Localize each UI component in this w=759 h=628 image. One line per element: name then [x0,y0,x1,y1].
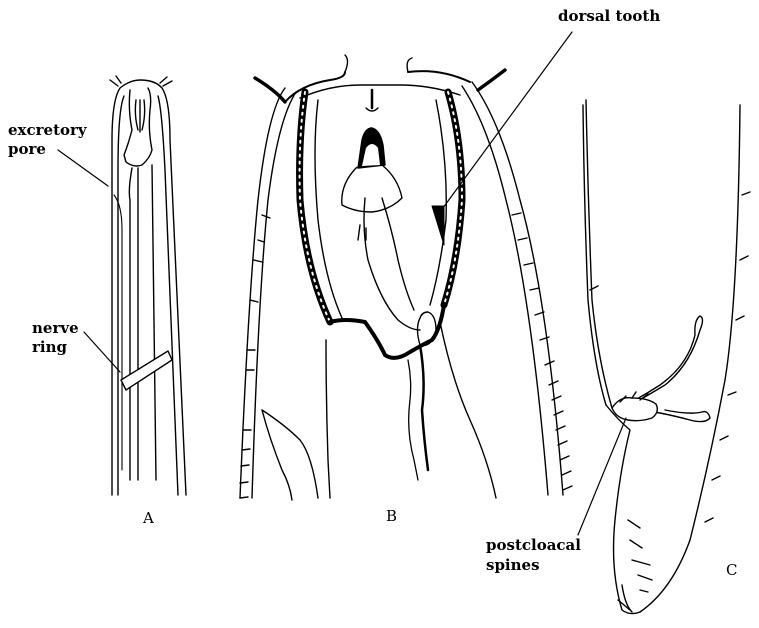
postcloacal-spines-label-line2: spines [486,557,540,574]
leader-nerve-ring [84,332,120,372]
nerve-ring-label-line2: ring [32,339,67,356]
panel-a-drawing [110,76,186,495]
postcloacal-spines-label-line1: postcloacal [486,537,581,554]
label-leader-lines [58,32,626,535]
panel-c-letter: C [726,562,737,579]
panel-a-letter: A [143,510,154,527]
excretory-pore-label-line2: pore [8,141,46,158]
panel-b-letter: B [386,508,397,525]
leader-dorsal-tooth [440,32,572,212]
dorsal-tooth-label: dorsal tooth [558,8,660,25]
excretory-pore-label-line1: excretory [8,122,87,139]
panel-c-drawing [583,100,750,614]
nerve-ring-label-line1: nerve [32,320,79,337]
leader-postcloacal-spines [578,418,626,535]
leader-excretory-pore [58,150,108,186]
panel-b-drawing [240,55,572,500]
